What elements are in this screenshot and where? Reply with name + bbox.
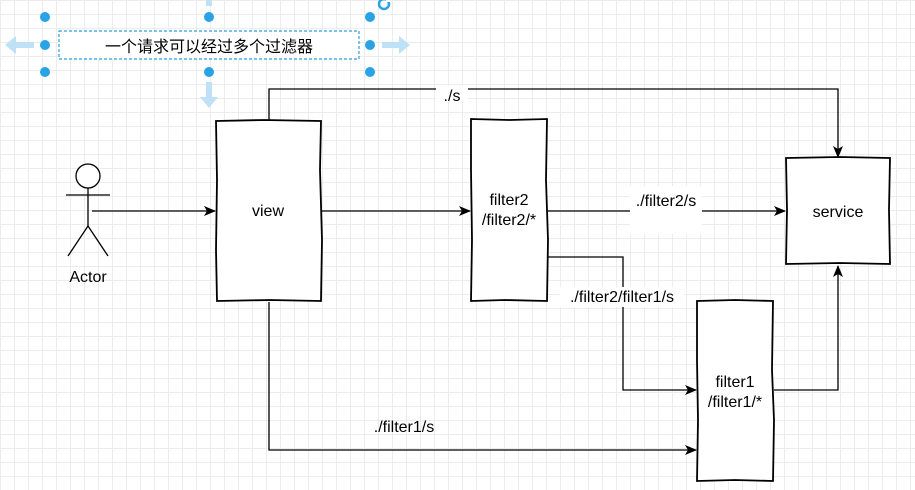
node-filter1-line2: /filter1/*	[708, 394, 762, 411]
resize-handle-w[interactable]	[40, 40, 50, 50]
connect-arrow-up-icon[interactable]	[206, 0, 212, 6]
edge-view-filter1[interactable]: ./filter1/s	[268, 302, 697, 455]
edge-label-s: ./s	[444, 88, 461, 105]
node-filter2[interactable]: filter2 /filter2/*	[470, 118, 549, 302]
actor[interactable]: Actor	[66, 163, 110, 286]
edge-label-filter1-s: ./filter1/s	[374, 419, 434, 436]
connect-arrow-right-icon[interactable]	[382, 36, 410, 54]
resize-handle-ne[interactable]	[365, 12, 375, 22]
node-service-label: service	[813, 204, 864, 221]
node-filter1-line1: filter1	[715, 374, 754, 391]
rotate-handle-icon[interactable]	[377, 0, 391, 11]
actor-label: Actor	[69, 269, 107, 286]
edge-filter1-service[interactable]	[774, 265, 843, 391]
edge-view-service[interactable]: ./s	[268, 86, 843, 158]
selected-text-label: 一个请求可以经过多个过滤器	[105, 38, 313, 56]
resize-handle-se[interactable]	[365, 67, 375, 77]
resize-handle-sw[interactable]	[40, 67, 50, 77]
node-view[interactable]: view	[215, 119, 323, 302]
edge-filter2-service[interactable]: ./filter2/s	[548, 186, 786, 234]
selection-handles[interactable]	[40, 12, 375, 77]
node-service[interactable]: service	[785, 156, 891, 265]
actor-figure-icon	[66, 163, 110, 257]
resize-handle-s[interactable]	[204, 67, 214, 77]
node-filter2-line1: filter2	[489, 192, 528, 209]
resize-handle-n[interactable]	[204, 12, 214, 22]
connect-arrow-down-icon[interactable]	[200, 82, 218, 108]
edge-filter2-filter1[interactable]: ./filter2/filter1/s	[548, 256, 697, 395]
node-view-label: view	[252, 203, 284, 220]
edge-label-filter2-filter1-s: ./filter2/filter1/s	[570, 289, 674, 306]
resize-handle-e[interactable]	[365, 40, 375, 50]
node-filter1[interactable]: filter1 /filter1/*	[696, 299, 775, 482]
selected-text-shape[interactable]: 一个请求可以经过多个过滤器	[58, 30, 360, 60]
node-filter2-line2: /filter2/*	[482, 212, 536, 229]
resize-handle-nw[interactable]	[40, 12, 50, 22]
edge-label-filter2-s: ./filter2/s	[636, 193, 696, 210]
connect-arrow-left-icon[interactable]	[5, 36, 34, 54]
